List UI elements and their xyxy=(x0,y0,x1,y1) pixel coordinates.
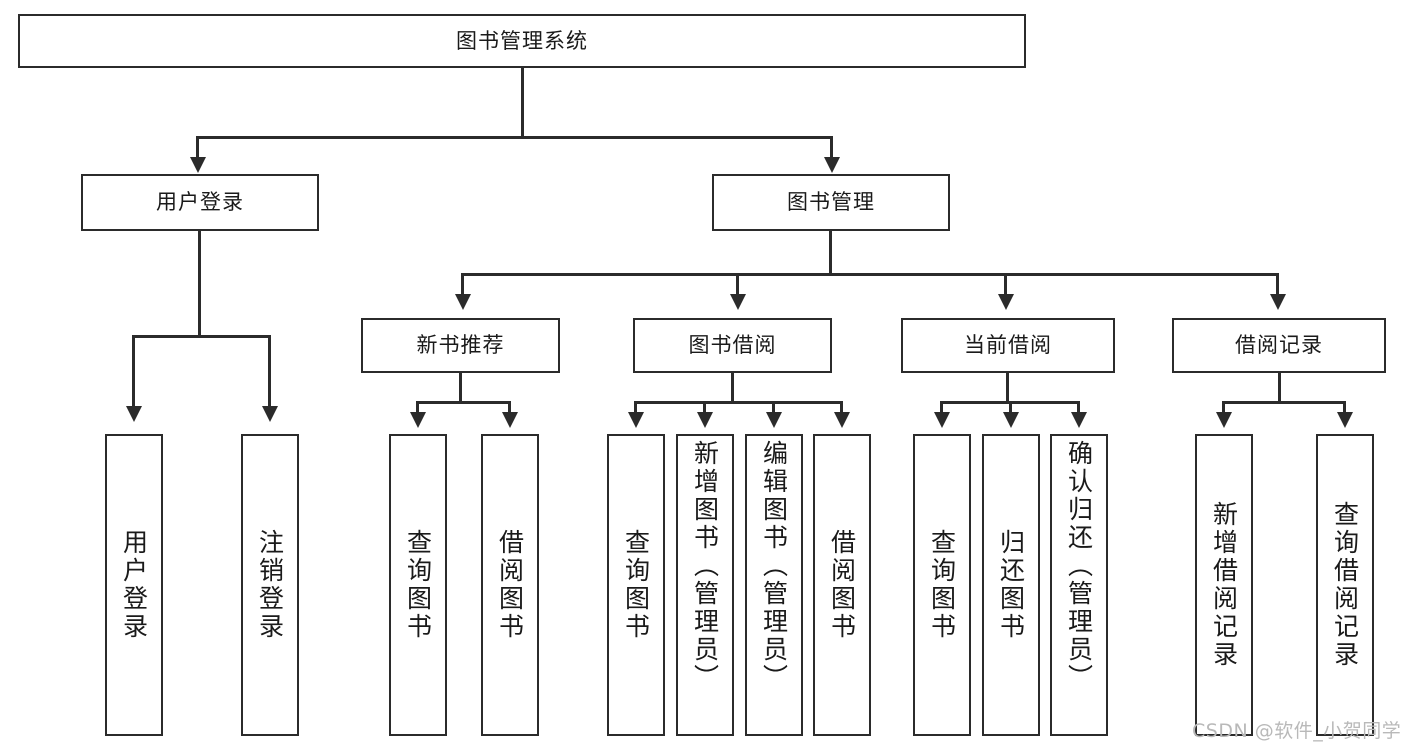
arrowhead-book-mgmt xyxy=(824,157,840,173)
arrowhead-bb-4 xyxy=(834,412,850,428)
node-label: 用户登录 xyxy=(156,190,244,215)
connector-to-book-borrow xyxy=(736,273,739,297)
node-book-management[interactable]: 图书管理 xyxy=(712,174,950,231)
node-book-borrow[interactable]: 图书借阅 xyxy=(633,318,832,373)
connector-bb-drop-2 xyxy=(703,401,706,415)
node-label: 新增借阅记录 xyxy=(1209,501,1239,669)
connector-user-login-left-drop xyxy=(132,335,135,409)
connector-to-current-borrow xyxy=(1004,273,1007,297)
node-borrow-record[interactable]: 借阅记录 xyxy=(1172,318,1386,373)
node-label: 查询图书 xyxy=(403,529,433,641)
connector-bb-drop-1 xyxy=(634,401,637,415)
node-label: 用户登录 xyxy=(119,529,149,641)
arrowhead-leaf-logout xyxy=(262,406,278,422)
node-label: 借阅图书 xyxy=(495,529,525,641)
connector-borrow-record-bus xyxy=(1222,401,1346,404)
connector-to-borrow-record xyxy=(1276,273,1279,297)
leaf-new-book-query[interactable]: 查询图书 xyxy=(389,434,447,736)
connector-book-mgmt-stem xyxy=(829,231,832,275)
connector-br-drop-1 xyxy=(1222,401,1225,415)
arrowhead-cb-3 xyxy=(1071,412,1087,428)
connector-root-bus xyxy=(196,136,833,139)
arrowhead-current-borrow xyxy=(998,294,1014,310)
arrowhead-book-borrow xyxy=(730,294,746,310)
node-label: 查询借阅记录 xyxy=(1330,501,1360,669)
leaf-bb-edit-book-admin[interactable]: 编辑图书（管理员） xyxy=(745,434,803,736)
node-user-login[interactable]: 用户登录 xyxy=(81,174,319,231)
arrowhead-borrow-book-nb xyxy=(502,412,518,428)
node-label: 图书管理 xyxy=(787,190,875,215)
leaf-cb-confirm-return-admin[interactable]: 确认归还（管理员） xyxy=(1050,434,1108,736)
node-label: 当前借阅 xyxy=(964,333,1052,358)
arrowhead-br-1 xyxy=(1216,412,1232,428)
csdn-watermark: CSDN @软件_小贺同学 xyxy=(1192,720,1402,742)
arrowhead-cb-2 xyxy=(1003,412,1019,428)
arrowhead-br-2 xyxy=(1337,412,1353,428)
connector-root-stem xyxy=(521,68,524,138)
connector-to-new-book xyxy=(461,273,464,297)
arrowhead-new-book xyxy=(455,294,471,310)
connector-new-book-bus xyxy=(416,401,511,404)
connector-user-login-right-drop xyxy=(268,335,271,409)
node-new-book-recommend[interactable]: 新书推荐 xyxy=(361,318,560,373)
leaf-cb-query-book[interactable]: 查询图书 xyxy=(913,434,971,736)
leaf-cb-return-book[interactable]: 归还图书 xyxy=(982,434,1040,736)
arrowhead-bb-2 xyxy=(697,412,713,428)
connector-cb-drop-2 xyxy=(1009,401,1012,415)
node-current-borrow[interactable]: 当前借阅 xyxy=(901,318,1115,373)
node-label: 新书推荐 xyxy=(416,333,505,358)
connector-new-book-r-drop xyxy=(508,401,511,415)
connector-borrow-record-stem xyxy=(1278,373,1281,403)
leaf-bb-query-book[interactable]: 查询图书 xyxy=(607,434,665,736)
arrowhead-bb-1 xyxy=(628,412,644,428)
node-label: 借阅图书 xyxy=(827,529,857,641)
node-label: 确认归还（管理员） xyxy=(1064,440,1094,692)
node-label: 新增图书（管理员） xyxy=(690,440,720,692)
arrowhead-cb-1 xyxy=(934,412,950,428)
leaf-bb-borrow-book[interactable]: 借阅图书 xyxy=(813,434,871,736)
connector-new-book-l-drop xyxy=(416,401,419,415)
arrowhead-leaf-user-login xyxy=(126,406,142,422)
node-label: 注销登录 xyxy=(255,529,285,641)
connector-new-book-stem xyxy=(459,373,462,403)
connector-root-to-book-mgmt xyxy=(830,136,833,160)
connector-root-to-user-login xyxy=(196,136,199,160)
leaf-user-login[interactable]: 用户登录 xyxy=(105,434,163,736)
arrowhead-borrow-record xyxy=(1270,294,1286,310)
arrowhead-query-book-nb xyxy=(410,412,426,428)
connector-user-login-bus xyxy=(132,335,270,338)
node-label: 查询图书 xyxy=(621,529,651,641)
connector-book-borrow-bus xyxy=(634,401,841,404)
connector-bb-drop-3 xyxy=(772,401,775,415)
arrowhead-bb-3 xyxy=(766,412,782,428)
leaf-br-query-record[interactable]: 查询借阅记录 xyxy=(1316,434,1374,736)
arrowhead-user-login xyxy=(190,157,206,173)
node-label: 归还图书 xyxy=(996,529,1026,641)
leaf-bb-add-book-admin[interactable]: 新增图书（管理员） xyxy=(676,434,734,736)
connector-current-borrow-stem xyxy=(1006,373,1009,403)
connector-cb-drop-3 xyxy=(1077,401,1080,415)
node-label: 图书借阅 xyxy=(688,333,777,358)
leaf-logout[interactable]: 注销登录 xyxy=(241,434,299,736)
connector-cb-drop-1 xyxy=(940,401,943,415)
node-root-system[interactable]: 图书管理系统 xyxy=(18,14,1026,68)
node-label: 查询图书 xyxy=(927,529,957,641)
node-label: 图书管理系统 xyxy=(456,28,588,53)
node-label: 借阅记录 xyxy=(1235,333,1323,358)
connector-br-drop-2 xyxy=(1343,401,1346,415)
connector-bb-drop-4 xyxy=(840,401,843,415)
leaf-br-add-record[interactable]: 新增借阅记录 xyxy=(1195,434,1253,736)
node-label: 编辑图书（管理员） xyxy=(759,440,789,692)
connector-book-mgmt-bus xyxy=(461,273,1279,276)
connector-user-login-stem xyxy=(198,231,201,337)
leaf-new-book-borrow[interactable]: 借阅图书 xyxy=(481,434,539,736)
connector-book-borrow-stem xyxy=(731,373,734,403)
